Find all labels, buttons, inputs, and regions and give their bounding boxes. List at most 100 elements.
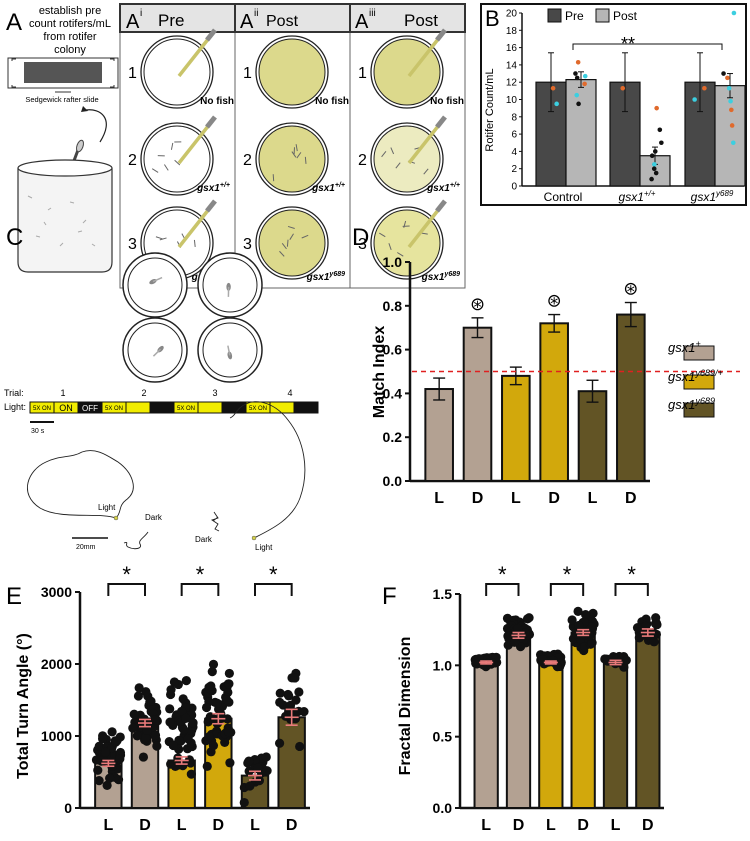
data-point <box>524 613 534 623</box>
significance-marker: ⊛ <box>623 279 638 299</box>
data-point <box>574 92 580 98</box>
no-fish-label: No fish <box>430 96 464 107</box>
y-axis-label: Rotifer Count/mL <box>484 68 496 151</box>
trace-start-marker <box>113 515 119 521</box>
x-category-label: Control <box>544 190 583 204</box>
data-point <box>115 754 125 764</box>
data-point <box>129 709 139 719</box>
genotype-sup: +/+ <box>450 182 460 189</box>
trace-dark-label-1: Dark <box>145 513 163 522</box>
pipette-icon <box>407 207 441 249</box>
colony-text-3: from rotifer <box>43 31 97 43</box>
data-point <box>181 713 191 723</box>
pipette-bulb-icon <box>435 28 447 42</box>
x-tick-label: D <box>213 817 225 834</box>
larva-icon <box>279 250 285 257</box>
category-sup: +/+ <box>644 189 656 198</box>
data-point <box>244 756 254 766</box>
bar <box>577 390 608 482</box>
bar <box>602 661 629 809</box>
pipette-icon <box>407 36 441 78</box>
sedgewick-slide-icon <box>7 57 119 93</box>
larva-tail-icon <box>152 348 162 357</box>
trace-light-label-1: Light <box>98 503 116 512</box>
header-a-letter-3: A <box>355 11 369 33</box>
data-point <box>550 85 556 91</box>
colony-text-2: count rotifers/mL <box>29 18 111 30</box>
distance-scale-label: 20mm <box>76 544 96 551</box>
light-trace-2 <box>229 401 306 539</box>
panel-b-letter: B <box>485 6 500 31</box>
larva-icon <box>286 239 289 247</box>
segment-on-label: ON <box>59 403 73 413</box>
data-point <box>729 107 734 113</box>
row-number: 3 <box>243 236 252 253</box>
larva-icon <box>390 147 395 155</box>
row-number: 3 <box>128 236 137 253</box>
slide-label: Sedgewick rafter slide <box>25 95 98 104</box>
light-label: Light: <box>4 402 26 412</box>
y-tick-label: 1000 <box>41 728 72 744</box>
row-number: 2 <box>243 152 252 169</box>
larva-icon <box>301 234 309 239</box>
data-point <box>212 698 222 708</box>
bar <box>462 326 493 483</box>
legend-swatch-gsx1-het <box>683 374 715 390</box>
bar <box>501 374 531 483</box>
data-point <box>93 765 103 775</box>
y-tick-label: 1.0 <box>383 254 403 270</box>
segment-off <box>293 401 319 414</box>
bar <box>616 313 646 482</box>
panel-f-letter: F <box>382 583 397 610</box>
x-tick-label: L <box>177 817 187 834</box>
data-point <box>650 619 661 629</box>
data-point <box>654 105 659 111</box>
segment-5x-on-label: 5X ON <box>105 406 123 412</box>
y-tick-label: 12 <box>506 78 518 89</box>
larva-icon <box>272 174 275 182</box>
pipette-icon <box>407 123 441 165</box>
y-axis-label: Total Turn Angle (°) <box>15 633 32 779</box>
segment-off-label: OFF <box>82 404 98 413</box>
rotifer-colony-beaker-icon <box>17 159 113 273</box>
data-point <box>651 166 657 171</box>
data-point <box>94 776 104 786</box>
light-trace-1 <box>27 450 134 519</box>
arena-inner <box>127 322 183 378</box>
legend-d: gsx1+ gsx1y689/+ gsx1y689 <box>668 339 723 418</box>
header-sup-1: i <box>140 8 142 19</box>
transfer-arrow-icon <box>85 109 107 143</box>
data-point <box>224 668 234 679</box>
bar <box>539 322 569 482</box>
colony-text-1: establish pre <box>39 5 101 17</box>
header-sup-3: iii <box>369 8 376 19</box>
data-point <box>111 737 121 747</box>
trial-number-4: 4 <box>287 388 292 398</box>
significance-bracket <box>549 583 585 596</box>
petri-dish <box>258 38 326 106</box>
header-post: Post <box>404 11 438 30</box>
data-point <box>107 727 117 737</box>
y-tick-label: 0.0 <box>433 800 453 816</box>
header-sup-2: ii <box>254 8 258 19</box>
data-point <box>620 85 626 91</box>
genotype-sup: y689 <box>443 271 460 278</box>
data-point <box>204 731 214 742</box>
data-point <box>652 162 657 167</box>
header-pre: Pre <box>158 11 184 30</box>
data-point <box>725 75 730 81</box>
segment-on <box>269 401 295 414</box>
y-axis-label: Fractal Dimension <box>397 637 414 776</box>
petri-dish <box>258 209 326 277</box>
x-tick-label: L <box>434 490 444 507</box>
data-point <box>283 689 293 700</box>
larva-icon <box>155 236 163 240</box>
data-point <box>188 718 198 728</box>
data-point <box>275 688 285 698</box>
row-number: 1 <box>243 65 252 82</box>
data-point <box>179 725 189 735</box>
data-point <box>290 673 300 683</box>
